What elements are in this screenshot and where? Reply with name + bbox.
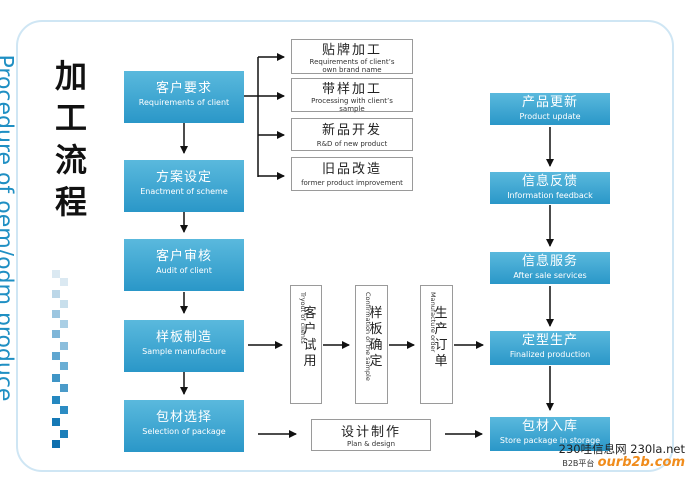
- step-manufacture-order: Manufacture order 生产订单: [420, 285, 453, 404]
- step-label-cn: 产品更新: [521, 95, 578, 110]
- checker-square: [60, 278, 68, 286]
- step-label-cn: 样板制造: [155, 330, 212, 345]
- step-label-cn: 包材选择: [155, 410, 212, 425]
- checker-square: [52, 290, 60, 298]
- step-label-en: Enactment of scheme: [140, 187, 228, 196]
- step-label-en: After sale services: [513, 271, 587, 280]
- design-label-cn: 设计制作: [340, 425, 401, 440]
- step-plan-and-design: 设计制作 Plan & design: [311, 419, 431, 451]
- option-label-cn: 带样加工: [321, 82, 382, 97]
- step-label-cn: 方案设定: [155, 170, 212, 185]
- step-label-en: Sample manufacture: [142, 347, 226, 356]
- checker-square: [52, 440, 60, 448]
- step-label-en: Selection of package: [142, 427, 226, 436]
- option-with-sample: 带样加工 Processing with client’s sample: [291, 78, 413, 113]
- vstep-label-cn: 生产订单: [434, 306, 448, 369]
- step-product-update: 产品更新 Product update: [490, 93, 610, 125]
- option-label-en: Requirements of client’s own brand name: [309, 58, 395, 74]
- vstep-label-cn: 样板确定: [369, 306, 383, 369]
- step-label-en: Requirements of client: [138, 98, 230, 107]
- option-label-cn: 贴牌加工: [321, 43, 382, 58]
- watermark-line1: 230哇信息网 230la.net: [558, 442, 685, 456]
- step-finalized-production: 定型生产 Finalized production: [490, 331, 610, 365]
- step-label-cn: 包材入库: [521, 419, 578, 434]
- step-selection-of-package: 包材选择 Selection of package: [124, 400, 244, 452]
- step-sample-manufacture: 样板制造 Sample manufacture: [124, 320, 244, 372]
- step-label-en: Finalized production: [509, 350, 591, 359]
- step-label-en: Information feedback: [507, 191, 593, 200]
- step-label-en: Audit of client: [156, 266, 212, 275]
- step-label-en: Store package in storage: [499, 436, 601, 445]
- option-label-cn: 旧品改造: [321, 162, 382, 177]
- step-package-in-storage: 包材入库 Store package in storage: [490, 417, 610, 451]
- checker-square: [60, 342, 68, 350]
- checker-square: [52, 352, 60, 360]
- step-label-cn: 信息服务: [521, 254, 578, 269]
- option-label-cn: 新品开发: [321, 123, 382, 138]
- checker-square: [52, 310, 60, 318]
- checker-square: [60, 300, 68, 308]
- step-after-sale-services: 信息服务 After sale services: [490, 252, 610, 284]
- checker-square: [52, 330, 60, 338]
- step-confirmation-of-sample: Confirmation of the sample 样板确定: [355, 285, 388, 404]
- checker-square: [60, 384, 68, 392]
- checker-square: [60, 430, 68, 438]
- checker-square: [52, 374, 60, 382]
- checker-square: [52, 396, 60, 404]
- option-new-product: 新品开发 R&D of new product: [291, 118, 413, 151]
- step-label-cn: 客户要求: [155, 81, 212, 96]
- step-tryout-of-clients: Tryout of clients 客户试用: [290, 285, 322, 404]
- option-label-en: R&D of new product: [316, 140, 388, 148]
- step-label-en: Product update: [519, 112, 581, 121]
- watermark-line2: B2B平台 ourb2b.com: [533, 456, 685, 471]
- watermark: 230哇信息网 230la.net B2B平台 ourb2b.com: [533, 442, 685, 471]
- step-label-cn: 客户审核: [155, 249, 212, 264]
- checker-square: [52, 418, 60, 426]
- checker-square: [60, 406, 68, 414]
- design-label-en: Plan & design: [346, 440, 396, 448]
- vstep-label-cn: 客户试用: [303, 306, 317, 369]
- option-product-improvement: 旧品改造 former product improvement: [291, 157, 413, 191]
- checker-square: [52, 270, 60, 278]
- step-label-cn: 信息反馈: [521, 174, 578, 189]
- step-label-cn: 定型生产: [521, 333, 578, 348]
- step-requirements-of-client: 客户要求 Requirements of client: [124, 71, 244, 123]
- option-label-en: Processing with client’s sample: [311, 97, 393, 113]
- title-chinese: 加工流程: [54, 57, 87, 221]
- option-own-brand: 贴牌加工 Requirements of client’s own brand …: [291, 39, 413, 74]
- checker-square: [60, 362, 68, 370]
- step-audit-of-client: 客户审核 Audit of client: [124, 239, 244, 291]
- option-label-en: former product improvement: [301, 179, 403, 187]
- step-information-feedback: 信息反馈 Information feedback: [490, 172, 610, 204]
- watermark-b2b: B2B平台: [562, 459, 595, 468]
- step-enactment-of-scheme: 方案设定 Enactment of scheme: [124, 160, 244, 212]
- checker-square: [60, 320, 68, 328]
- watermark-brand: ourb2b.com: [597, 455, 685, 470]
